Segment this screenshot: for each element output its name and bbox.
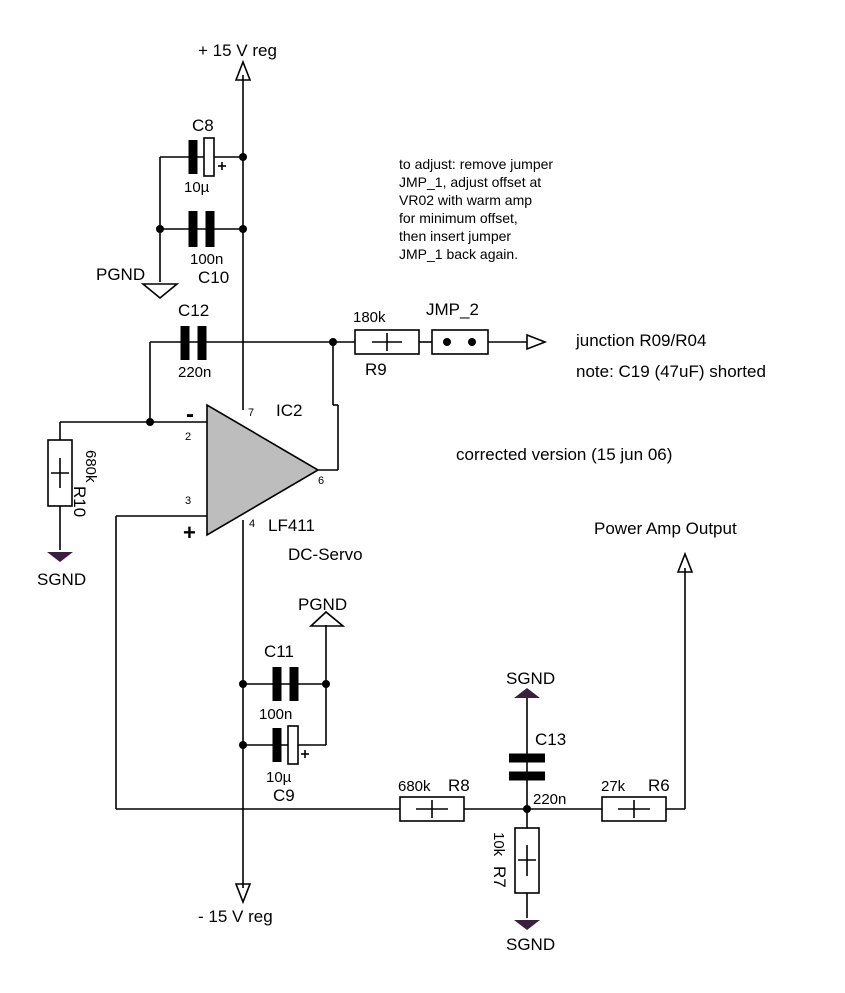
ic2-ref: IC2 [276,401,302,420]
r6-ref: R6 [648,776,670,795]
adjust-note-line: JMP_1 back again. [399,246,518,262]
r9-ref: R9 [365,360,387,379]
pin-2-label: 2 [185,431,191,443]
ic2-part: LF411 [268,516,315,535]
power-amp-output-label: Power Amp Output [594,519,737,538]
positive-rail: + 15 V reg [198,41,277,410]
c8-ref: C8 [192,116,214,135]
c11-ref: C11 [264,642,294,661]
resistor-r6: 27k R6 [601,551,694,822]
pgnd-bottom-label: PGND [298,595,347,614]
pin-3-label: 3 [185,495,191,507]
c13-value: 220n [533,791,566,808]
adjust-note-line: JMP_1, adjust offset at [399,174,541,190]
corrected-version-label: corrected version (15 jun 06) [456,445,672,464]
capacitor-c9: 10µ C9 [239,725,326,805]
c12-value: 220n [178,364,211,381]
capacitor-c13: SGND C13 220n [506,669,566,809]
pgnd-top-symbol: PGND [96,265,180,300]
sgnd-c13-label: SGND [506,669,555,688]
c8-value: 10µ [184,179,210,196]
pin-4-label: 4 [249,518,255,530]
r10-ref: R10 [70,486,89,517]
r7-value: 10k [490,832,507,857]
pgnd-top-label: PGND [96,265,145,284]
positive-rail-label: + 15 V reg [198,41,277,60]
adjust-note-line: for minimum offset, [399,210,518,226]
capacitor-c8: C8 10µ [160,116,247,196]
note-c19-label: note: C19 (47uF) shorted [576,362,766,381]
inverting-sign: - [186,401,194,428]
sgnd-c13-symbol [514,688,540,698]
r6-value: 27k [601,778,626,795]
capacitor-c11: C11 100n [239,625,330,745]
sgnd-r7-symbol [514,920,540,930]
sgnd-left-label: SGND [37,570,86,589]
pin-7-label: 7 [248,407,254,419]
noninverting-sign: + [183,520,196,545]
r7-ref: R7 [490,866,509,888]
resistor-r9: 180k R9 [333,309,432,379]
adjust-note-line: to adjust: remove jumper [399,156,553,172]
capacitor-c12: C12 220n [149,301,337,422]
jmp-2-ref: JMP_2 [426,300,479,319]
c12-ref: C12 [178,301,209,320]
c11-value: 100n [259,706,292,723]
capacitor-c10: 100n C10 [156,157,247,287]
r8-value: 680k [398,778,431,795]
r10-value: 680k [82,450,99,483]
ic2-function: DC-Servo [288,545,363,564]
r9-value: 180k [353,309,386,326]
pgnd-bottom-symbol: PGND [298,595,347,627]
sgnd-left-symbol [47,552,73,562]
c10-ref: C10 [198,268,229,287]
junction-label: junction R09/R04 [575,331,706,350]
negative-rail-label: - 15 V reg [198,907,273,926]
pin-6-label: 6 [318,475,324,487]
resistor-r7: SGND 10k R7 [490,809,555,954]
resistor-r10: SGND 680k R10 [37,422,99,589]
adjust-note-line: VR02 with warm amp [399,192,532,208]
r8-ref: R8 [448,776,470,795]
c9-ref: C9 [273,786,295,805]
op-amp-ic2: 7 2 3 4 6 - + IC2 LF411 DC-Servo [60,342,363,564]
adjust-note: to adjust: remove jumper JMP_1, adjust o… [399,156,553,262]
c13-ref: C13 [535,730,566,749]
resistor-r8: 680k R8 [398,776,602,822]
c10-value: 100n [190,251,223,268]
sgnd-r7-label: SGND [506,935,555,954]
negative-rail: - 15 V reg [198,520,273,926]
c9-value: 10µ [266,769,292,786]
noninv-return-wire [115,516,400,810]
adjust-note-line: then insert jumper [399,228,511,244]
jumper-jmp-2: JMP_2 [426,300,548,355]
